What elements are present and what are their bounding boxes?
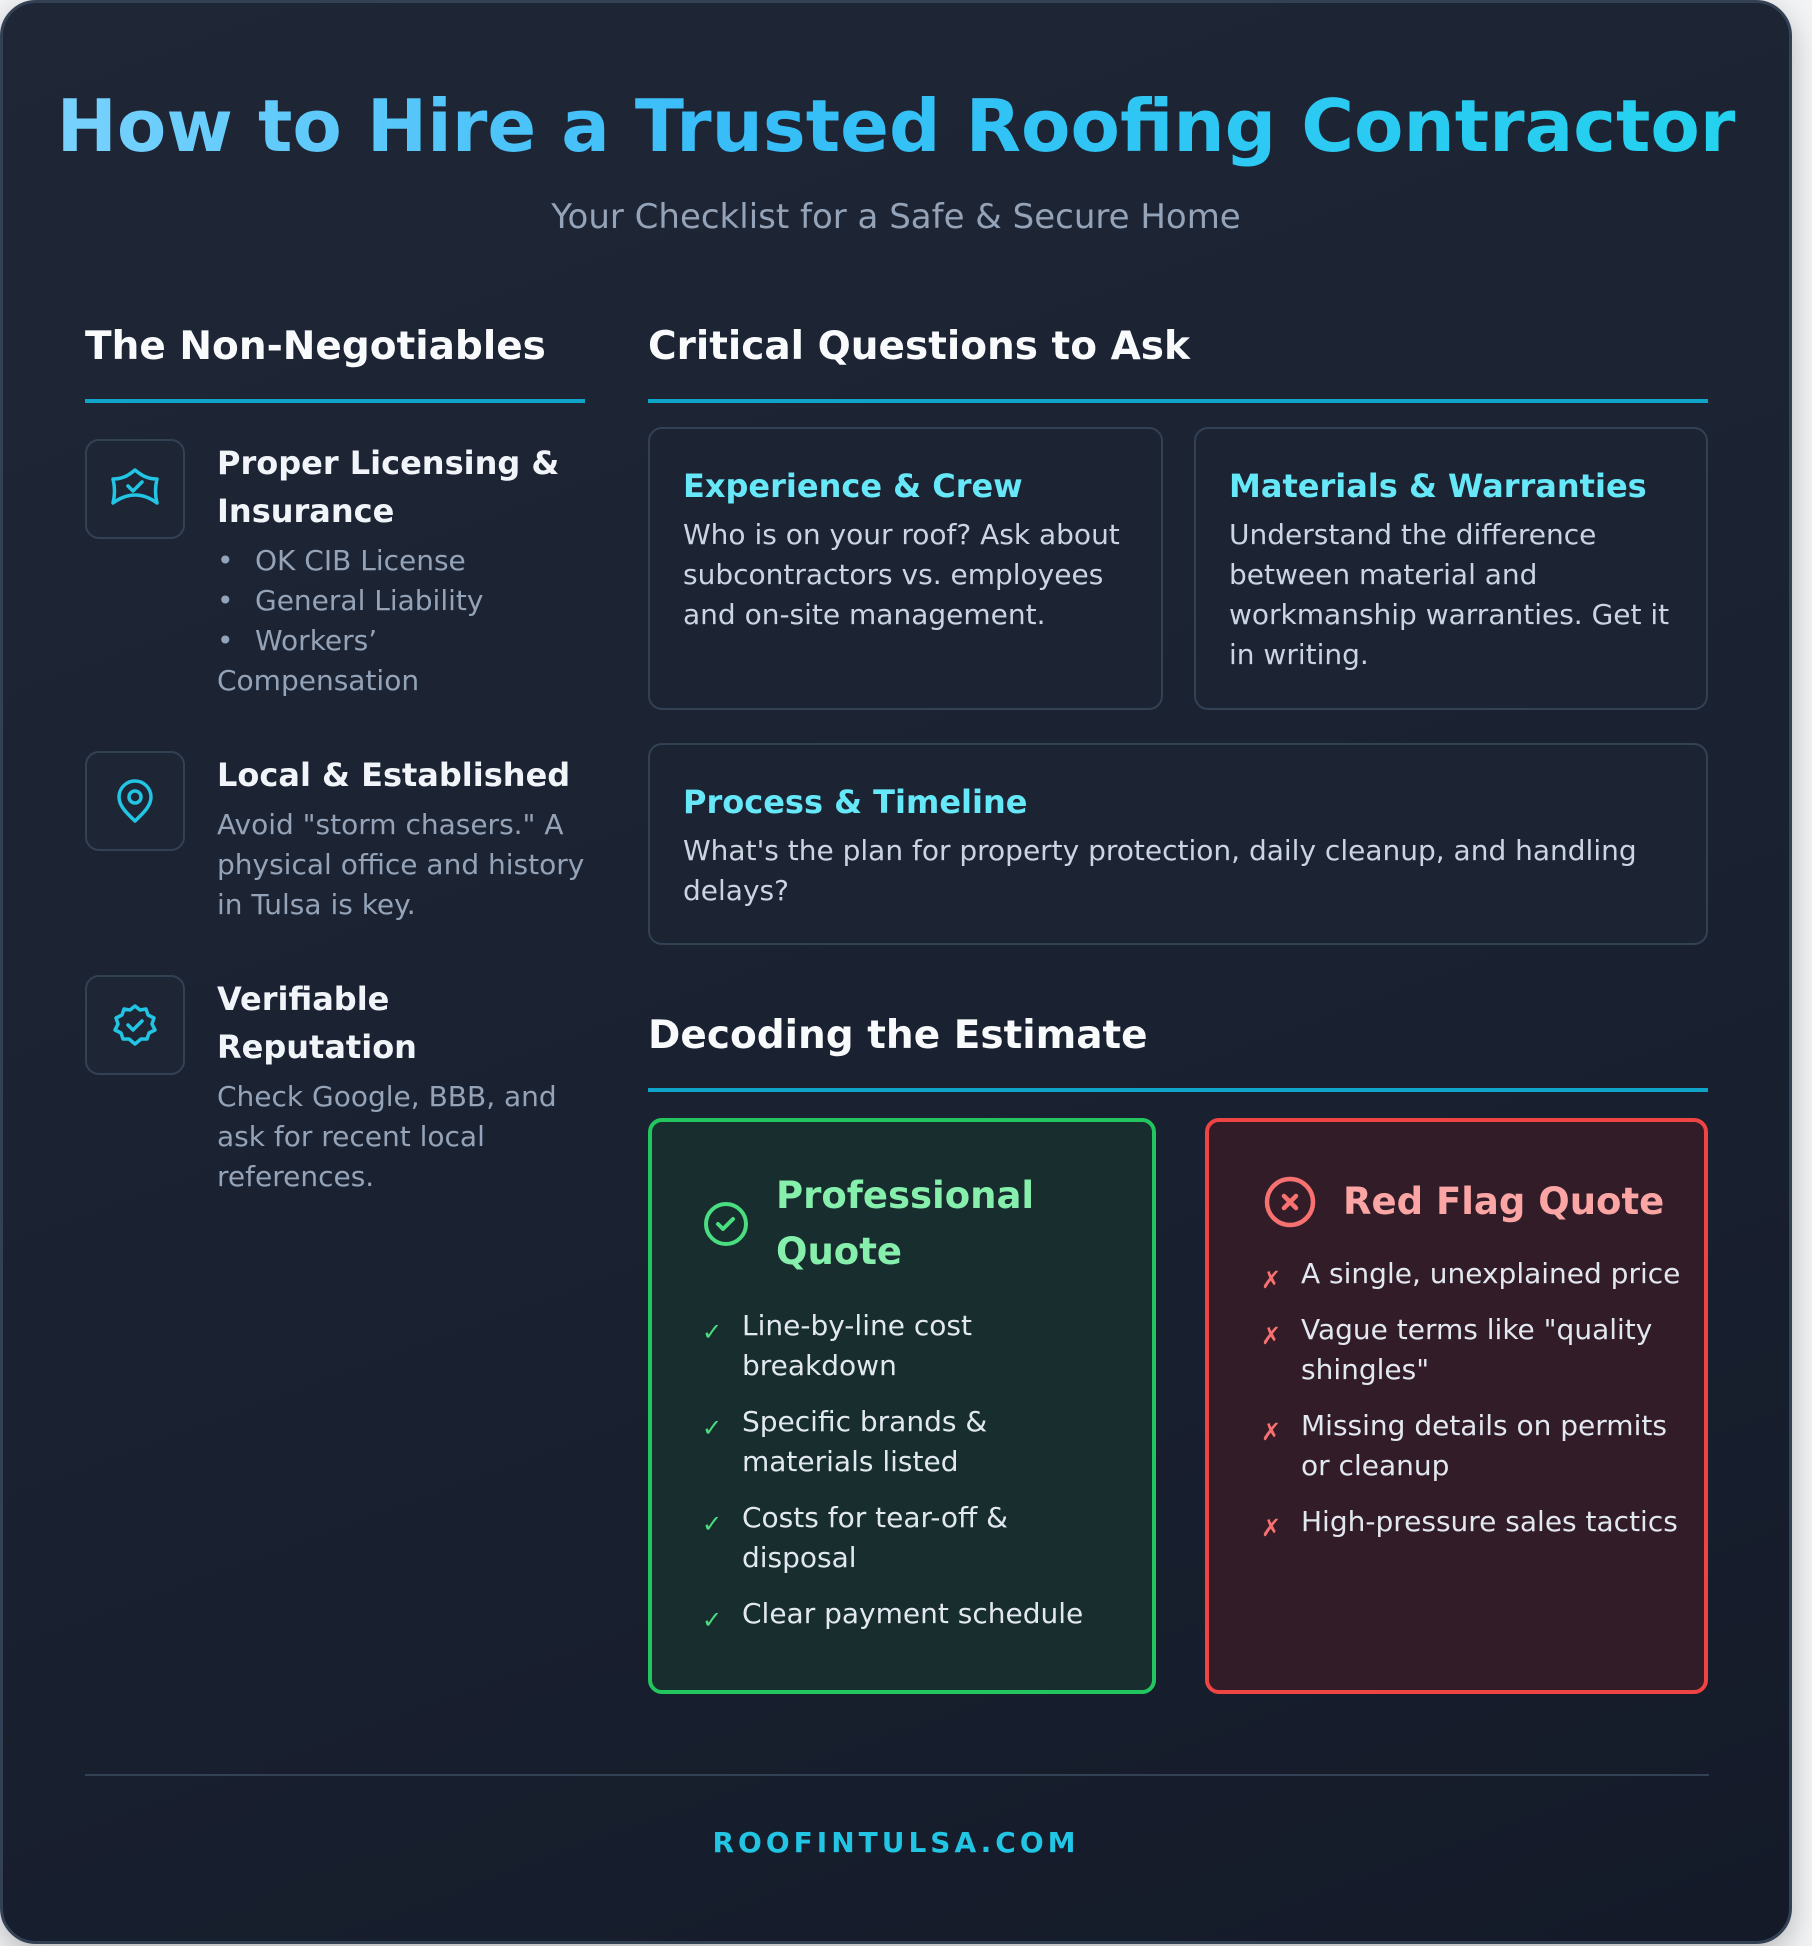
footer-divider xyxy=(85,1774,1709,1776)
badge-check-icon xyxy=(85,975,185,1075)
x-icon: ✗ xyxy=(1261,1322,1282,1350)
question-title: Process & Timeline xyxy=(683,783,1028,821)
estimate-section: Decoding the Estimate Professional Quote… xyxy=(648,1008,1708,1694)
question-description: What's the plan for property protection,… xyxy=(683,834,1637,907)
x-icon: ✗ xyxy=(1261,1418,1282,1446)
bullet-item: •General Liability xyxy=(217,584,484,617)
question-card-process: Process & Timeline What's the plan for p… xyxy=(648,743,1708,945)
feature-description: Check Google, BBB, and ask for recent lo… xyxy=(217,1080,557,1193)
list-item: ✗Missing details on permits or cleanup xyxy=(1261,1409,1667,1482)
x-icon: ✗ xyxy=(1261,1266,1282,1294)
list-item: ✗A single, unexplained price xyxy=(1261,1254,1681,1294)
non-negotiables-section: The Non-Negotiables Proper Licensing & I… xyxy=(85,319,585,1193)
page-title: How to Hire a Trusted Roofing Contractor xyxy=(3,83,1789,169)
check-icon: ✓ xyxy=(702,1318,723,1346)
page-subtitle: Your Checklist for a Safe & Secure Home xyxy=(551,197,1241,237)
questions-section: Critical Questions to Ask Experience & C… xyxy=(648,319,1708,945)
check-icon: ✓ xyxy=(702,1606,723,1634)
question-description: Who is on your roof? Ask about subcontra… xyxy=(683,518,1120,631)
question-title: Materials & Warranties xyxy=(1229,467,1647,505)
bullet-item: •OK CIB License xyxy=(217,544,466,577)
list-item: ✓Line-by-line cost breakdown xyxy=(702,1309,972,1382)
red-flag-quote-list: ✗A single, unexplained price ✗Vague term… xyxy=(1261,1254,1681,1558)
section-title-non-negotiables: The Non-Negotiables xyxy=(85,324,546,369)
footer-site-link[interactable]: ROOFINTULSA.COM xyxy=(712,1826,1080,1859)
check-icon: ✓ xyxy=(702,1510,723,1538)
list-item: ✓Costs for tear-off & disposal xyxy=(702,1501,1008,1574)
list-item: ✓Clear payment schedule xyxy=(702,1594,1112,1634)
list-item: ✗Vague terms like "quality shingles" xyxy=(1261,1313,1653,1386)
header: How to Hire a Trusted Roofing Contractor… xyxy=(3,83,1789,239)
red-flag-quote-card: Red Flag Quote ✗A single, unexplained pr… xyxy=(1205,1118,1708,1694)
section-title-questions: Critical Questions to Ask xyxy=(648,324,1190,369)
list-item: ✗High-pressure sales tactics xyxy=(1261,1502,1681,1542)
red-flag-quote-title: Red Flag Quote xyxy=(1343,1180,1665,1223)
section-title-estimate: Decoding the Estimate xyxy=(648,1013,1148,1058)
red-flag-quote-header: Red Flag Quote xyxy=(1263,1174,1664,1230)
bullet-list: •OK CIB License •General Liability •Work… xyxy=(217,541,587,701)
professional-quote-list: ✓Line-by-line cost breakdown ✓Specific b… xyxy=(702,1306,1112,1650)
question-title: Experience & Crew xyxy=(683,467,1023,505)
x-circle-icon xyxy=(1263,1175,1317,1229)
section-divider xyxy=(648,399,1708,403)
feature-title: Verifiable Reputation xyxy=(217,980,417,1066)
list-item: ✓Specific brands & materials listed xyxy=(702,1405,988,1478)
professional-quote-title: Professional Quote xyxy=(776,1174,1035,1273)
map-pin-icon xyxy=(85,751,185,851)
bullet-item: •Workers’ Compensation xyxy=(217,624,420,697)
section-divider xyxy=(85,399,585,403)
feature-title: Local & Established xyxy=(217,756,571,794)
feature-description: Avoid "storm chasers." A physical office… xyxy=(217,808,585,921)
question-description: Understand the difference between materi… xyxy=(1229,518,1670,671)
question-card-experience: Experience & Crew Who is on your roof? A… xyxy=(648,427,1163,710)
question-card-materials: Materials & Warranties Understand the di… xyxy=(1194,427,1708,710)
check-circle-icon xyxy=(702,1200,750,1248)
feature-title: Proper Licensing & Insurance xyxy=(217,444,560,530)
professional-quote-header: Professional Quote xyxy=(702,1168,1056,1280)
professional-quote-card: Professional Quote ✓Line-by-line cost br… xyxy=(648,1118,1156,1694)
check-icon: ✓ xyxy=(702,1414,723,1442)
shield-check-icon xyxy=(85,439,185,539)
x-icon: ✗ xyxy=(1261,1514,1282,1542)
section-divider xyxy=(648,1088,1708,1092)
